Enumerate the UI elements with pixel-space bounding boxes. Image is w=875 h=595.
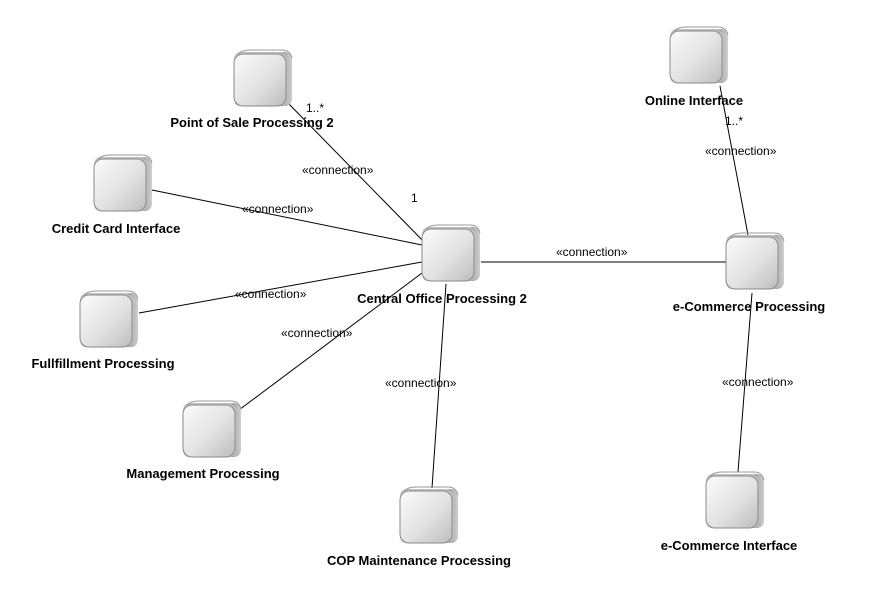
- node-ecp[interactable]: [725, 232, 785, 290]
- node-label-cci: Credit Card Interface: [52, 221, 181, 236]
- node-pos2[interactable]: [233, 49, 293, 107]
- node-label-online: Online Interface: [645, 93, 743, 108]
- node-label-eci: e-Commerce Interface: [661, 538, 798, 553]
- node-label-cop: COP Maintenance Processing: [327, 553, 511, 568]
- node-cop[interactable]: [399, 486, 459, 544]
- multiplicity-labels: 1..* 1 1..*: [306, 101, 743, 205]
- node-eci[interactable]: [705, 471, 765, 529]
- node-label-pos2: Point of Sale Processing 2: [170, 115, 333, 130]
- connection-label: «connection»: [302, 163, 374, 177]
- edge-pos2-central: [285, 100, 429, 247]
- node-label-mgmt: Management Processing: [126, 466, 279, 481]
- connection-label: «connection»: [235, 287, 307, 301]
- multiplicity-label: 1: [411, 191, 418, 205]
- node-mgmt[interactable]: [182, 400, 242, 458]
- connection-label: «connection»: [705, 144, 777, 158]
- node-label-central: Central Office Processing 2: [357, 291, 527, 306]
- edge-online-ecp: [719, 85, 749, 236]
- connections: [138, 85, 753, 489]
- edge-cci-central: [151, 189, 423, 246]
- connection-label: «connection»: [242, 202, 314, 216]
- node-ful[interactable]: [79, 290, 139, 348]
- node-central[interactable]: [421, 224, 481, 282]
- connection-label: «connection»: [556, 245, 628, 259]
- node-online[interactable]: [669, 26, 729, 84]
- multiplicity-label: 1..*: [306, 101, 324, 115]
- node-label-ful: Fullfillment Processing: [31, 356, 174, 371]
- connection-label: «connection»: [722, 375, 794, 389]
- multiplicity-label: 1..*: [725, 114, 743, 128]
- connection-label: «connection»: [385, 376, 457, 390]
- node-cci[interactable]: [93, 154, 153, 212]
- connection-labels: «connection» «connection» «connection» «…: [235, 144, 794, 390]
- connection-label: «connection»: [281, 326, 353, 340]
- edge-cop-central: [431, 283, 447, 489]
- node-label-ecp: e-Commerce Processing: [673, 299, 826, 314]
- edge-ful-central: [138, 261, 423, 314]
- edge-mgmt-central: [238, 269, 427, 411]
- edge-ecp-eci: [737, 292, 753, 473]
